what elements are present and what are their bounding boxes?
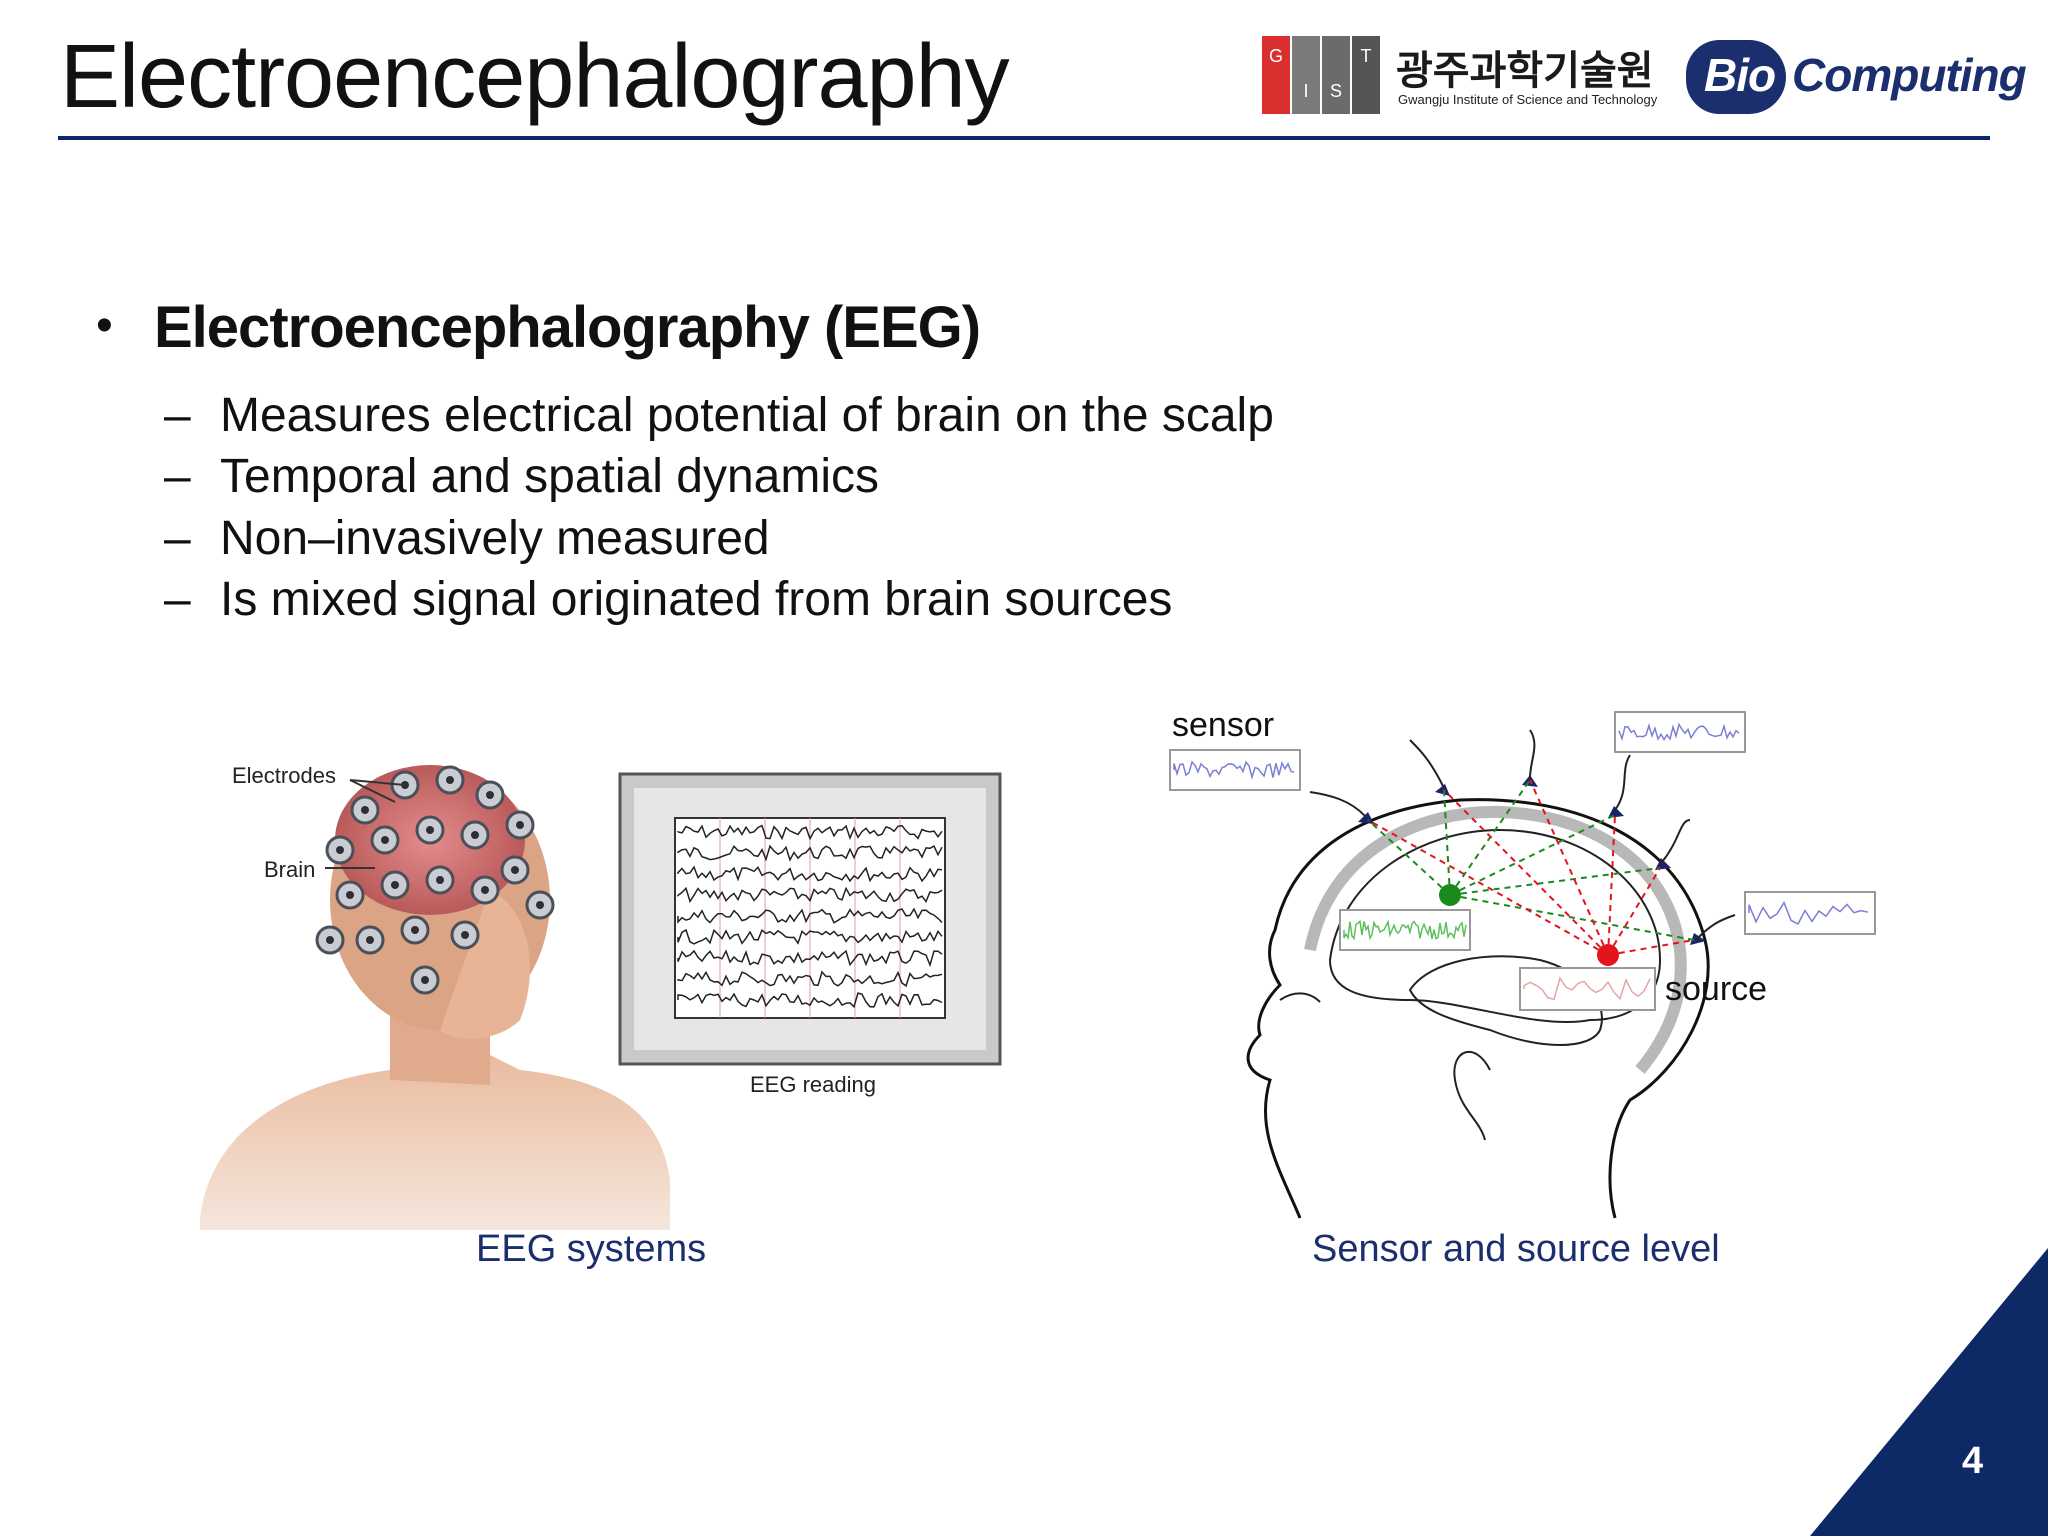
sub-point-text: Measures electrical potential of brain o… [220,389,1274,442]
eeg-trace [677,886,943,904]
sensor-label: sensor [1172,706,1274,744]
skull-band [1304,805,1687,1074]
gist-korean-name: 광주과학기술원 [1396,48,1654,94]
page-title: Electroencephalography [60,27,1010,127]
eeg-trace [677,970,943,988]
computing-suffix: Computing [1792,49,2027,101]
sensor-source-caption: Sensor and source level [1312,1228,1720,1270]
eeg-trace [677,928,943,945]
green-source-dot [1439,884,1461,906]
red-source-dot [1597,944,1619,966]
signal-box-top [1614,711,1746,753]
sub-point: –Non–invasively measured [164,509,770,569]
bullet-heading: Electroencephalography (EEG) [154,295,981,360]
biocomputing-logo: Bio Computing [1686,38,2027,118]
electrodes-leader-line-2 [349,779,406,786]
eeg-trace [677,824,943,841]
dash-marker: – [164,512,191,565]
sub-point: –Temporal and spatial dynamics [164,447,879,507]
gist-english-name: Gwangju Institute of Science and Technol… [1398,92,1658,107]
torso-shape [200,1040,670,1230]
dash-marker: – [164,450,191,503]
gist-letter-i: I [1292,36,1320,114]
title-divider [58,136,1990,140]
eeg-systems-caption: EEG systems [476,1228,707,1270]
page-number: 4 [1962,1440,1984,1482]
eeg-trace [677,844,943,862]
sub-point-text: Non–invasively measured [220,512,770,565]
gist-logo: G I S T 광주과학기술원 Gwangju Institute of Sci… [1262,36,1672,118]
bio-prefix: Bio [1704,49,1776,101]
sub-point-text: Is mixed signal originated from brain so… [220,573,1173,626]
electrodes-leader-line [349,779,396,803]
face-shape [440,890,530,1039]
sensor-wires [1309,729,1736,941]
eeg-traces [677,824,943,1009]
gist-letter-s: S [1322,36,1350,114]
ear-outline [1453,1050,1491,1141]
signal-box-right [1744,891,1876,935]
cerebellum-outline [1408,955,1603,1046]
dash-marker: – [164,573,191,626]
dash-marker: – [164,389,191,442]
bio-badge [1686,40,1786,114]
signal-box-green-source [1339,909,1471,951]
eye-outline [1279,992,1321,1003]
gist-letter-g: G [1262,36,1290,114]
eeg-trace [677,865,943,883]
eeg-system-illustration: Electrodes Brain EEG reading [200,763,1002,1230]
brain-outline [1328,828,1662,1024]
eeg-reading-label: EEG reading [750,1072,876,1097]
gist-letter-t: T [1352,36,1380,114]
eeg-trace [677,949,943,968]
electrode-group [315,765,555,995]
sensor-source-diagram: sensor source [1169,706,1876,1219]
brain-label: Brain [264,857,315,882]
eeg-trace [677,907,943,924]
signal-box-sensor [1169,749,1301,791]
sub-point: –Measures electrical potential of brain … [164,386,1274,446]
electrodes-label: Electrodes [232,763,336,788]
sub-point-text: Temporal and spatial dynamics [220,450,879,503]
signal-box-red-source [1519,967,1656,1011]
source-label: source [1665,970,1767,1008]
bullet-marker: • [96,299,113,352]
connection-lines [1367,779,1695,956]
sub-point: –Is mixed signal originated from brain s… [164,570,1172,630]
eeg-trace [677,992,943,1009]
page-corner-triangle [1810,1248,2048,1536]
